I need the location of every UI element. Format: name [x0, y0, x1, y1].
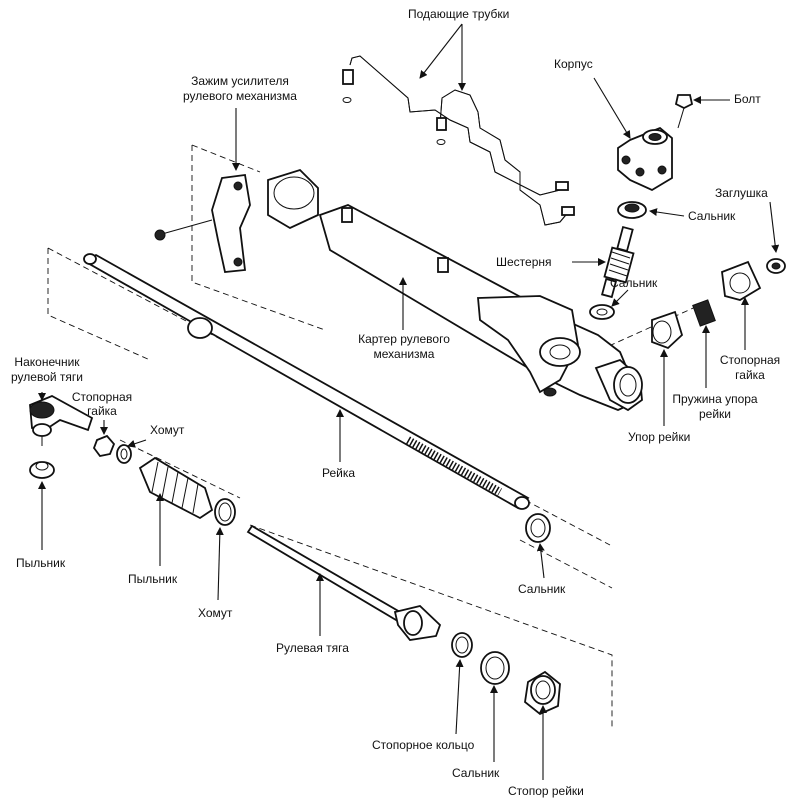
rack-stopper	[524, 670, 561, 716]
label-clamp-lower: Хомут	[198, 606, 233, 620]
lock-nut-left	[92, 434, 116, 457]
feed-tubes	[342, 55, 575, 226]
assembly-frame-left	[47, 247, 611, 546]
seal-rack-end	[525, 513, 551, 543]
lock-nut-right	[721, 260, 762, 301]
label-clamp-line2: рулевого механизма	[183, 89, 297, 103]
seal-mid	[589, 304, 615, 320]
label-clamp-upper: Хомут	[150, 423, 185, 437]
label-body: Корпус	[554, 57, 593, 71]
label-lock-nut-left-line1: Стопорная	[71, 390, 133, 404]
assembly-frame-upper	[191, 144, 326, 331]
seal-bottom	[480, 651, 510, 685]
label-lock-nut-right-line1: Стопорная	[719, 353, 781, 367]
rack-stop	[651, 310, 684, 350]
label-pinion: Шестерня	[496, 255, 552, 269]
bolt	[674, 94, 694, 129]
assembly-frame-lower	[249, 524, 613, 728]
rack-stop-spring	[692, 299, 716, 327]
label-seal-rack-end: Сальник	[518, 582, 566, 596]
label-plug: Заглушка	[715, 186, 768, 200]
leader-lines	[38, 23, 780, 780]
label-rack-spring-line1: Пружина упора	[672, 392, 758, 406]
label-lock-nut-right-line2: гайка	[735, 368, 765, 382]
assembly-guide-line	[119, 304, 701, 499]
tie-rod-end	[29, 395, 94, 446]
rubber-boot	[138, 456, 214, 520]
label-seal-upper: Сальник	[688, 209, 736, 223]
seal-upper	[617, 201, 647, 219]
rack	[83, 253, 530, 510]
power-steering-clamp	[154, 168, 319, 273]
label-bolt: Болт	[734, 92, 761, 106]
label-retaining-ring: Стопорное кольцо	[372, 738, 475, 752]
label-seal-mid: Сальник	[610, 276, 658, 290]
label-dust-cover-left: Пыльник	[16, 556, 66, 570]
label-rack-stopper: Стопор рейки	[508, 784, 584, 798]
label-rack: Рейка	[322, 466, 356, 480]
label-lock-nut-left-line2: гайка	[87, 404, 117, 418]
retaining-ring	[451, 632, 473, 658]
label-seal-bottom: Сальник	[452, 766, 500, 780]
label-housing-line2: механизма	[373, 347, 435, 361]
dust-cover-left	[29, 461, 55, 479]
clamp-lower-part	[214, 498, 236, 526]
label-clamp-line1: Зажим усилителя	[191, 74, 289, 88]
gear-housing	[318, 204, 643, 412]
label-feed-tubes: Подающие трубки	[408, 7, 510, 21]
tie-rod	[246, 524, 442, 641]
label-rack-spring-line2: рейки	[698, 407, 731, 421]
label-housing-line1: Картер рулевого	[358, 332, 450, 346]
pinion	[600, 225, 635, 299]
label-tie-rod-end-line2: рулевой тяги	[11, 370, 83, 384]
plug	[766, 258, 786, 274]
label-rack-stop: Упор рейки	[628, 430, 691, 444]
label-tie-rod-end-line1: Наконечник	[14, 355, 80, 369]
clamp-upper-part	[116, 444, 132, 464]
label-boot: Пыльник	[128, 572, 178, 586]
label-tie-rod: Рулевая тяга	[276, 641, 349, 655]
valve-body	[617, 126, 673, 192]
